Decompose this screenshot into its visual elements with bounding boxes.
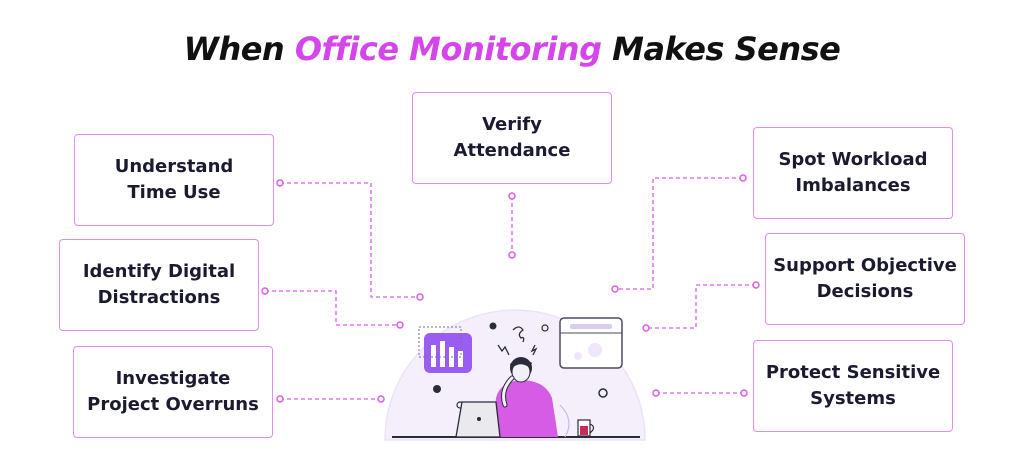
- connector-support: [646, 284, 756, 329]
- card-spot-workload-imbalances: Spot Workload Imbalances: [753, 127, 953, 219]
- card-label: Identify Digital Distractions: [82, 261, 236, 308]
- title-prefix: When: [183, 30, 285, 68]
- connector-identify: [265, 290, 400, 326]
- card-protect-sensitive-systems: Protect Sensitive Systems: [753, 340, 953, 432]
- connector-lines: [265, 177, 756, 400]
- card-verify-attendance: Verify Attendance: [412, 92, 612, 184]
- connector-understand: [280, 182, 420, 298]
- coffee-mug-icon: [577, 419, 595, 437]
- card-label: Understand Time Use: [114, 156, 234, 203]
- card-identify-digital-distractions: Identify Digital Distractions: [59, 239, 259, 331]
- stressed-worker-illustration: [492, 357, 570, 438]
- deco-dot: [433, 385, 441, 393]
- bar-chart-icon: [418, 326, 472, 373]
- card-label: Verify Attendance: [453, 114, 571, 161]
- title-highlight: Office Monitoring: [294, 30, 602, 68]
- connector-dots: [261, 174, 760, 403]
- card-support-objective-decisions: Support Objective Decisions: [765, 233, 965, 325]
- page-title: When Office Monitoring Makes Sense: [0, 30, 1024, 68]
- card-label: Support Objective Decisions: [773, 255, 957, 302]
- deco-dot: [489, 322, 497, 330]
- card-understand-time-use: Understand Time Use: [74, 134, 274, 226]
- deco-dot: [598, 388, 608, 398]
- stress-scribble-icon: [497, 326, 538, 356]
- laptop-icon: [455, 401, 501, 438]
- card-label: Protect Sensitive Systems: [765, 362, 941, 409]
- deco-dot: [541, 324, 549, 332]
- title-suffix: Makes Sense: [612, 30, 841, 68]
- card-label: Spot Workload Imbalances: [778, 149, 928, 196]
- browser-window-icon: [559, 317, 623, 369]
- card-investigate-project-overruns: Investigate Project Overruns: [73, 346, 273, 438]
- connector-spot: [615, 177, 743, 290]
- card-label: Investigate Project Overruns: [87, 368, 259, 415]
